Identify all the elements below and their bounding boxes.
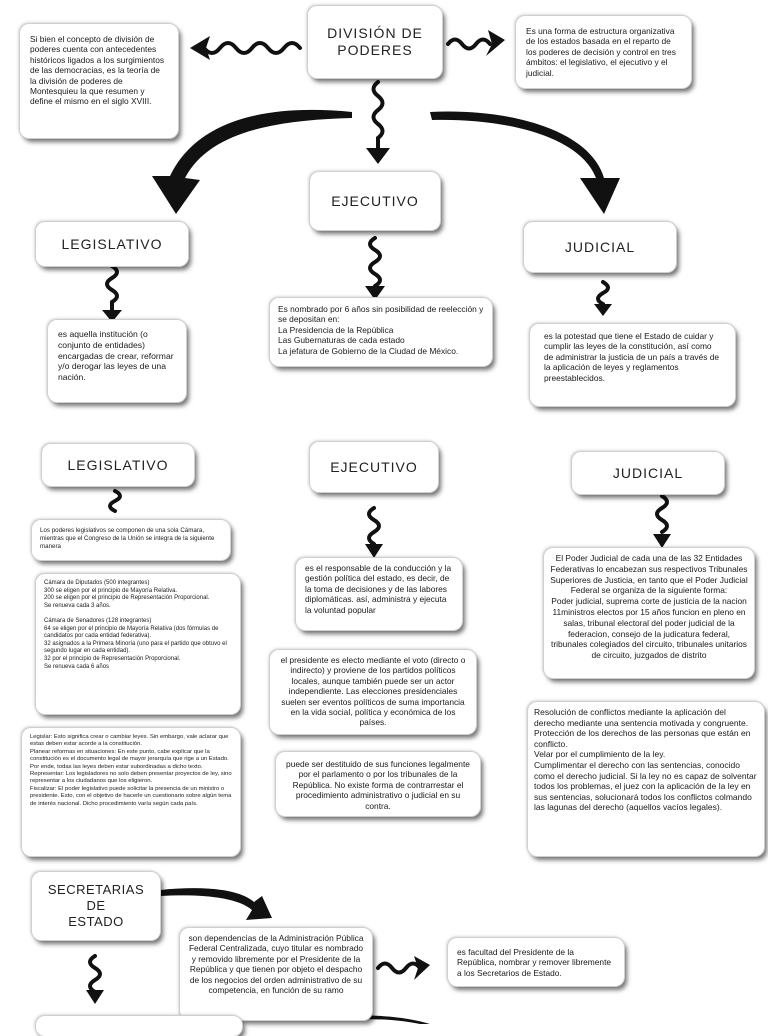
legislativo-title-2: LEGISLATIVO — [42, 444, 194, 486]
squiggle-arrow-facultad — [376, 961, 422, 975]
secretarias-title: SECRETARIAS DE ESTADO — [32, 872, 160, 940]
squiggle-secretarias-down — [88, 954, 102, 994]
judicial-title-1: JUDICIAL — [524, 222, 676, 272]
division-de-poderes-title: DIVISIÓN DE PODERES — [308, 6, 442, 78]
ejecutivo-text-3: puede ser destituido de sus funciones le… — [276, 752, 480, 816]
secretarias-definition: son dependencias de la Administración Pú… — [180, 928, 372, 1020]
judicial-text-2: Resolución de conflictos mediante la apl… — [528, 702, 764, 856]
curved-arrow-legislativo — [152, 109, 352, 214]
judicial-definition: es la potestad que tiene el Estado de cu… — [530, 324, 735, 406]
ejecutivo-title-2: EJECUTIVO — [310, 442, 438, 492]
bottom-partial-box — [36, 1016, 242, 1036]
legislativo-intro: Los poderes legislativos se componen de … — [32, 520, 230, 560]
judicial-text-1: El Poder Judicial de cada una de las 32 … — [544, 548, 754, 678]
curved-arrow-judicial — [430, 111, 620, 214]
squiggle-arrow-left — [200, 41, 302, 55]
squiggle-judicial-2 — [655, 494, 669, 534]
ejecutivo-text-2: el presidente es electo mediante el voto… — [270, 650, 476, 734]
legislativo-funciones: Legislar: Esto significa crear o cambiar… — [22, 728, 240, 856]
squiggle-arrow-down-ejecutivo — [371, 80, 385, 152]
curved-arrow-secretarias — [160, 888, 272, 920]
ejecutivo-text-1: es el responsable de la conducción y la … — [296, 558, 462, 630]
squiggle-ejecutivo-1 — [368, 236, 382, 288]
definition-note: Es una forma de estructura organizativa … — [516, 16, 691, 88]
legislativo-definition: es aquella institución (o conjunto de en… — [48, 320, 186, 402]
legislativo-camaras: Cámara de Diputados (500 integrantes) 30… — [36, 574, 240, 714]
ejecutivo-title-1: EJECUTIVO — [310, 172, 440, 230]
legislativo-title-1: LEGISLATIVO — [36, 222, 188, 266]
squiggle-arrow-right — [446, 37, 492, 51]
squiggle-judicial-1 — [596, 280, 610, 306]
ejecutivo-definition: Es nombrado por 6 años sin posibilidad d… — [270, 298, 492, 366]
judicial-title-2: JUDICIAL — [572, 452, 724, 494]
squiggle-legislativo-1 — [105, 264, 119, 314]
squiggle-legislativo-2 — [108, 489, 122, 513]
facultad-note: es facultad del Presidente de la Repúbli… — [448, 938, 624, 986]
history-note: Si bien el concepto de división de poder… — [20, 24, 178, 138]
squiggle-ejecutivo-2 — [367, 506, 381, 546]
